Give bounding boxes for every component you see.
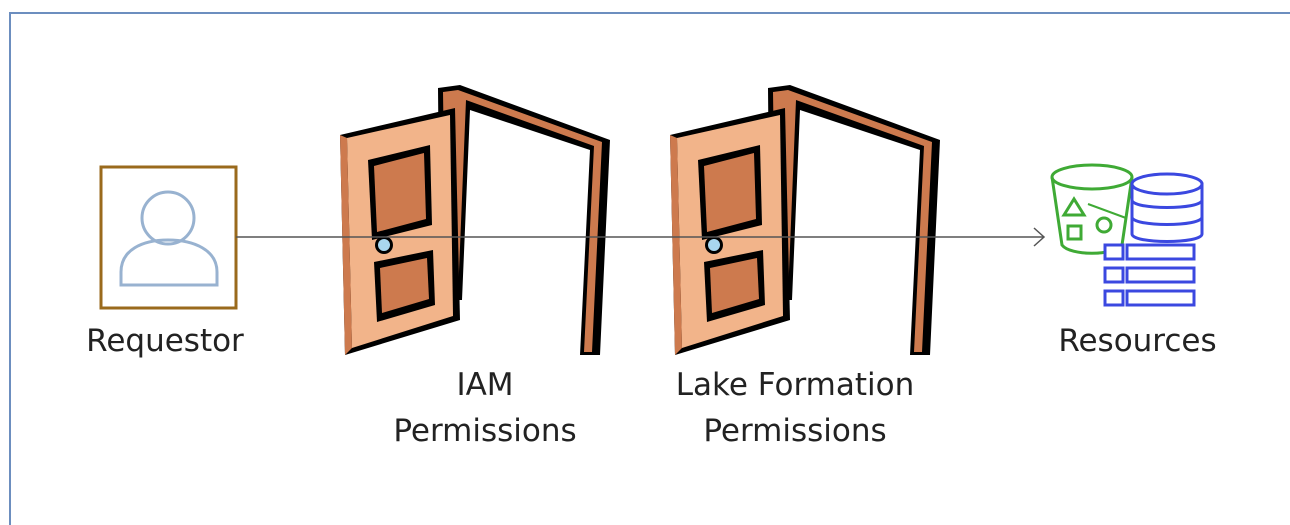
flow-arrow <box>236 227 1046 247</box>
lf-label-line1: Lake Formation <box>675 367 915 403</box>
lakeformation-permissions-label: Lake Formation Permissions <box>660 362 930 454</box>
data-resources-icon <box>1050 163 1204 307</box>
lakeformation-door-icon <box>670 85 940 355</box>
bucket-icon <box>1050 163 1134 255</box>
resources-label: Resources <box>1058 323 1217 359</box>
requestor-label: Requestor <box>86 323 244 359</box>
table-icon <box>1103 243 1196 307</box>
database-icon <box>1130 172 1204 243</box>
requestor-box <box>99 165 238 310</box>
iam-door-icon <box>340 85 610 355</box>
iam-label-line2: Permissions <box>393 413 577 449</box>
diagram-frame <box>9 12 1290 525</box>
requestor-node <box>99 165 238 310</box>
iam-label-line1: IAM <box>456 367 514 403</box>
user-icon <box>119 190 219 287</box>
lf-label-line2: Permissions <box>703 413 887 449</box>
iam-permissions-label: IAM Permissions <box>370 362 600 454</box>
